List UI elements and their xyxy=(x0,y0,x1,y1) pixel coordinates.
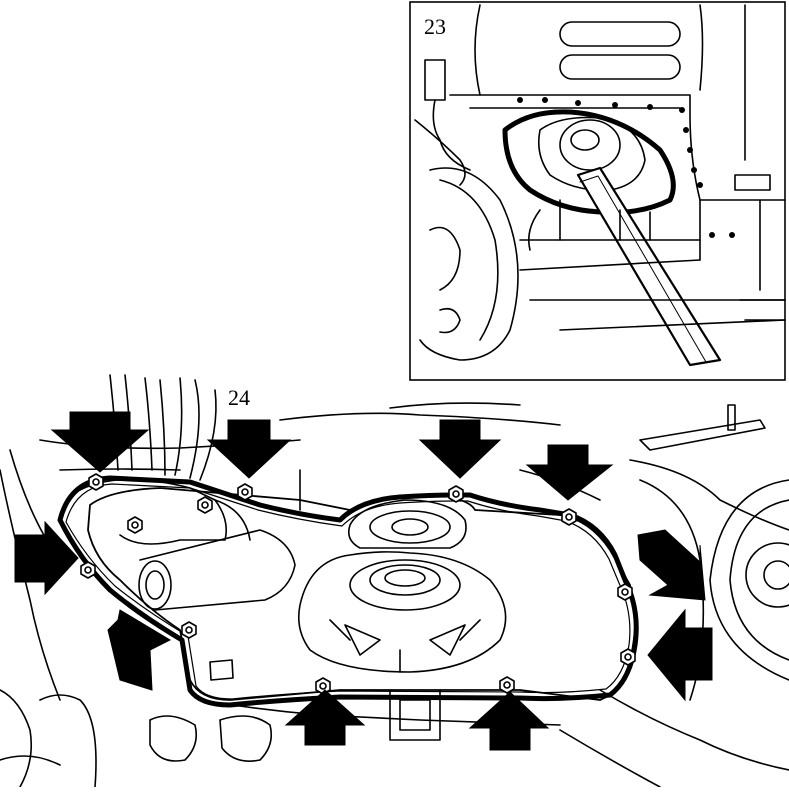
arrow-down xyxy=(206,419,292,479)
bolt xyxy=(315,677,331,695)
arrow-down xyxy=(50,411,150,473)
arrow-right xyxy=(14,520,79,596)
callout-step-24: 24 xyxy=(227,385,251,410)
bolt xyxy=(88,473,104,491)
gasket-line xyxy=(57,475,639,708)
bolt xyxy=(127,516,143,534)
sensor-plug xyxy=(209,659,234,681)
upper-seal-seat xyxy=(347,499,467,549)
crank-seal-flange xyxy=(297,551,507,673)
arrow-diagonal-down-right xyxy=(637,529,706,601)
bolt xyxy=(80,561,96,579)
callout-step-23: 23 xyxy=(423,14,447,39)
bolt xyxy=(237,483,253,501)
arrow-down xyxy=(525,444,614,501)
bolt xyxy=(620,648,636,666)
arrow-down xyxy=(418,419,502,479)
arrows xyxy=(14,411,713,751)
bolt xyxy=(197,496,213,514)
arrow-up xyxy=(468,691,550,751)
flywheel xyxy=(709,479,789,681)
bolts xyxy=(80,473,636,695)
bolt xyxy=(617,583,633,601)
bolt xyxy=(181,621,197,639)
bolt xyxy=(499,676,515,694)
inset-panel xyxy=(409,1,786,381)
arrow-up xyxy=(284,689,366,746)
arrow-diagonal-up-left xyxy=(107,609,172,691)
arrow-left xyxy=(647,608,713,702)
bolt xyxy=(561,508,577,526)
bolt xyxy=(448,485,464,503)
